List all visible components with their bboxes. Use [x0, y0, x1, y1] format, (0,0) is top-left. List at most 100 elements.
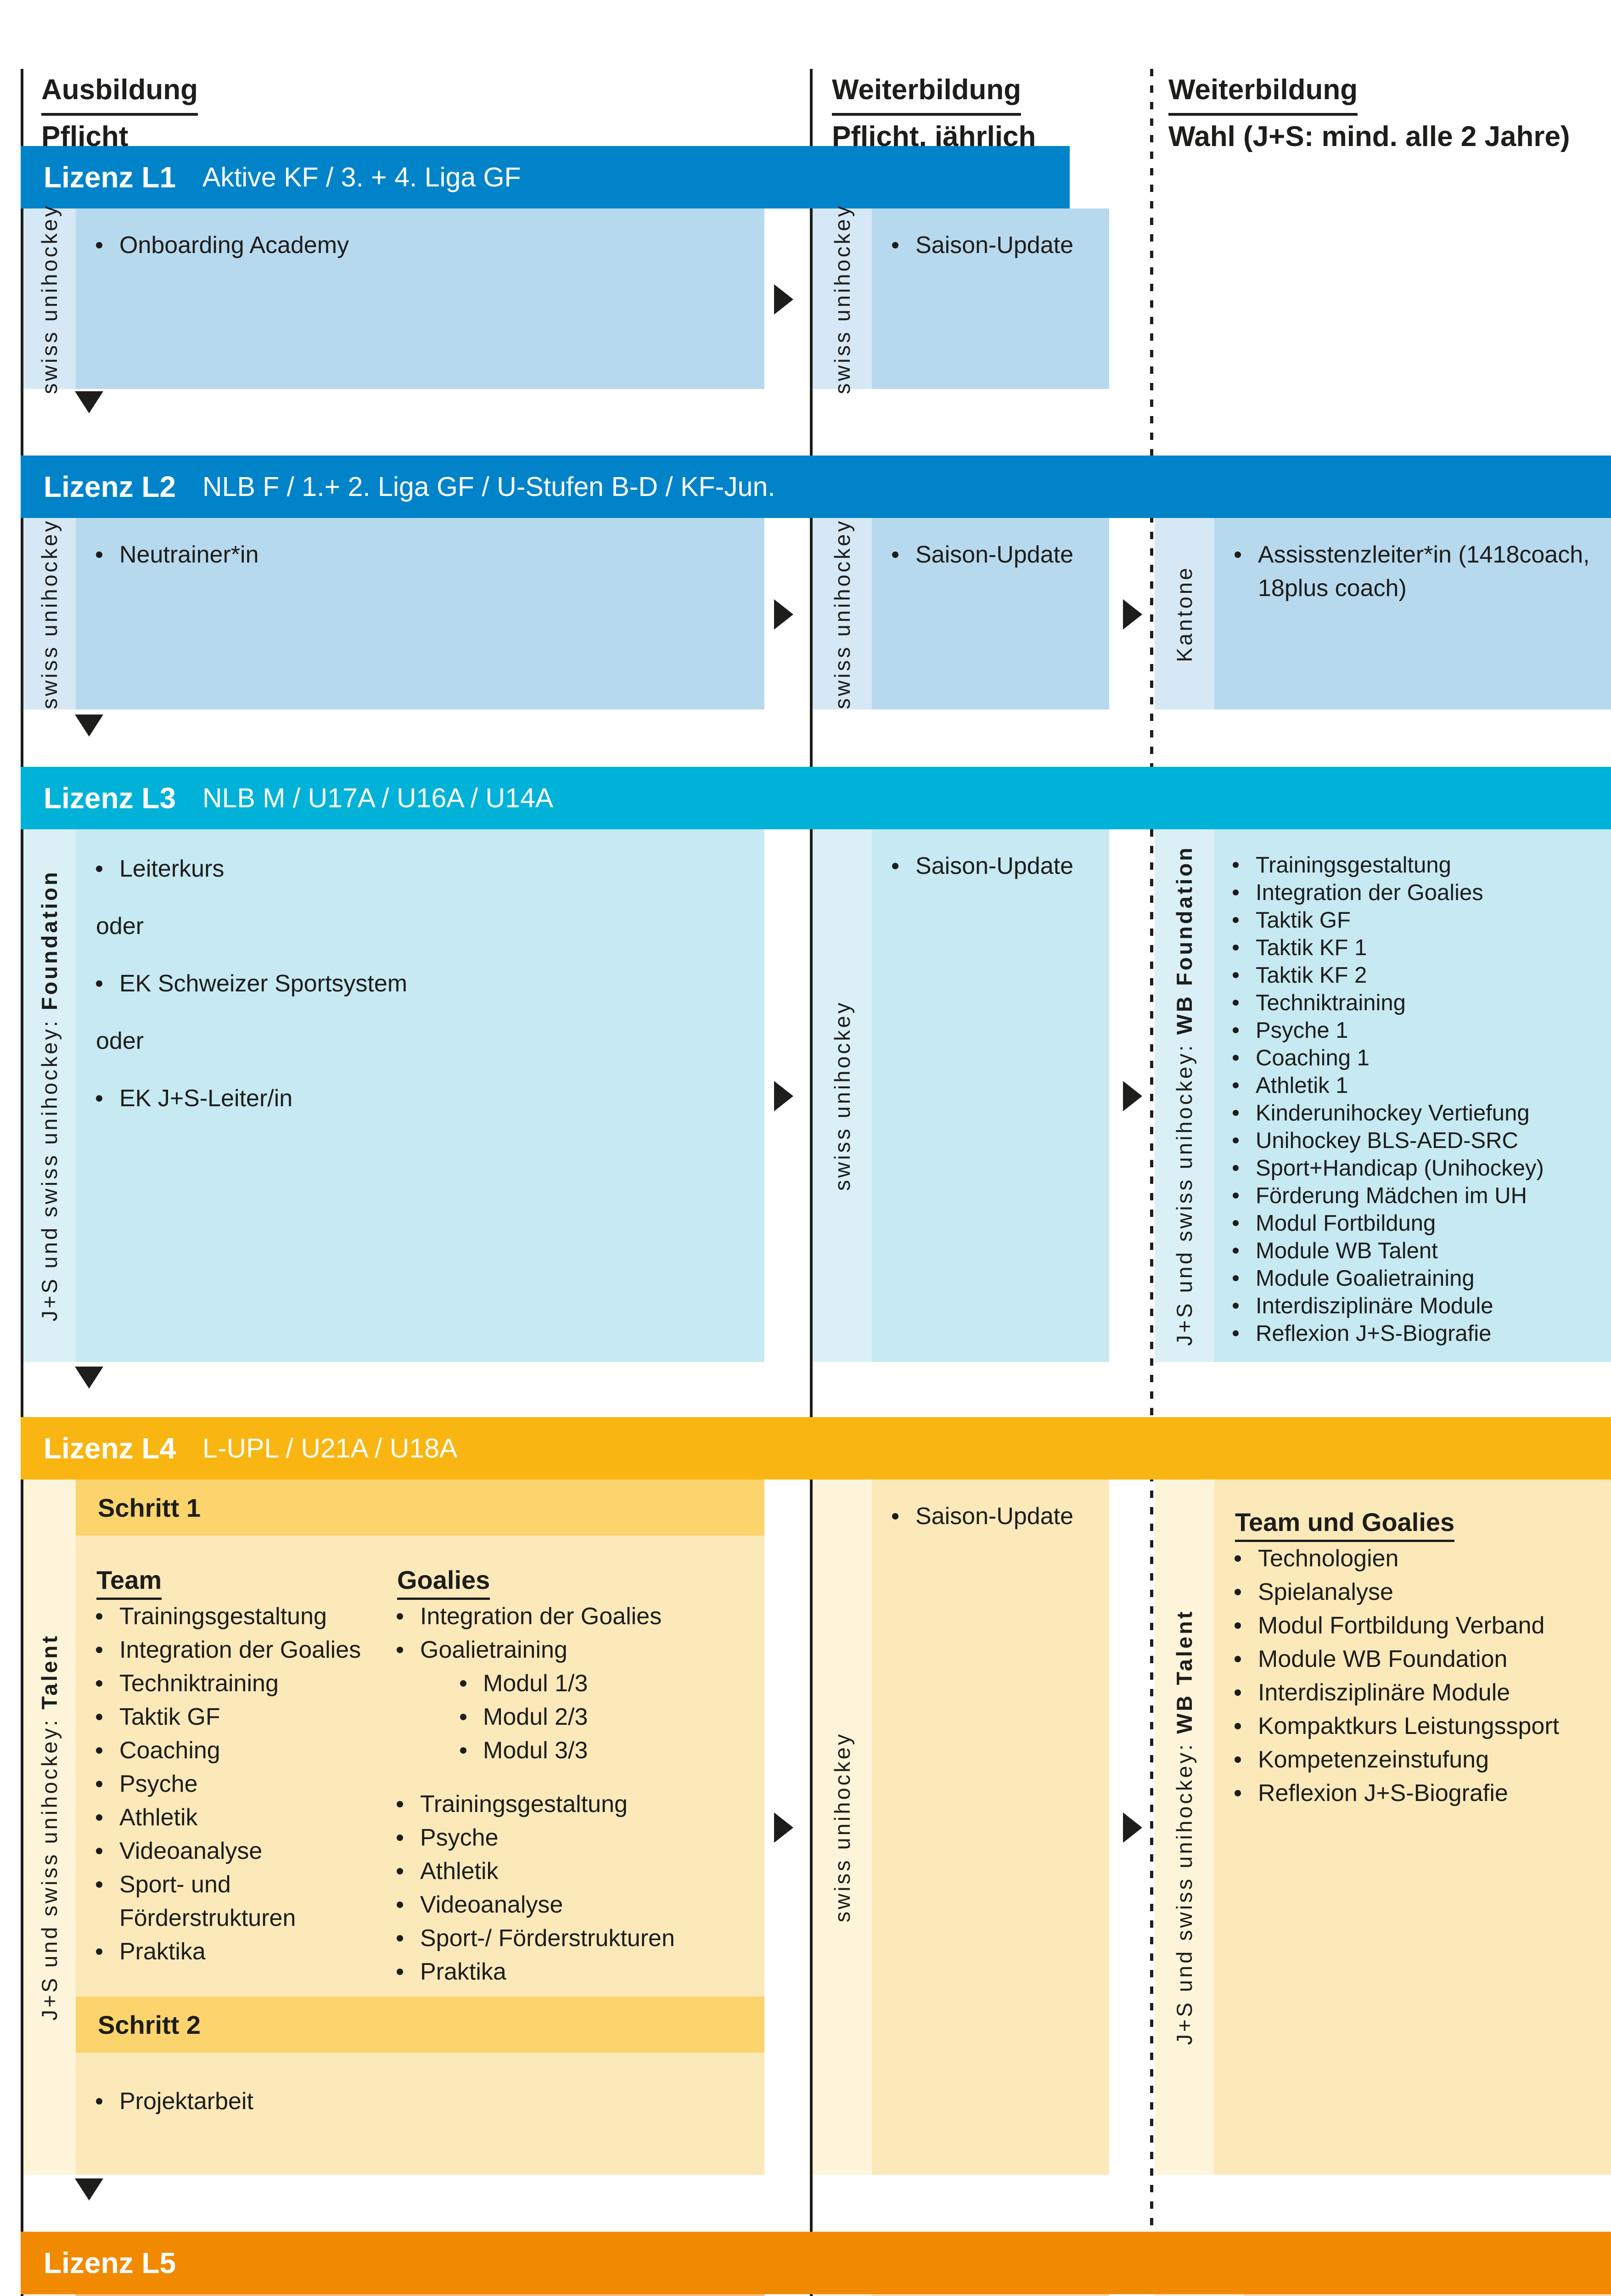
list-item: Interdisziplinäre Module — [1214, 1292, 1611, 1320]
list-item: Sport+Handicap (Unihockey) — [1214, 1154, 1611, 1182]
l4-col3-sidebar: J+S und swiss unihockey: WB Talent — [1155, 1480, 1214, 2175]
cell-l3-ausbildung: J+S und swiss unihockey: Foundation Leit… — [23, 829, 764, 1362]
list-subitem: Modul 2/3 — [376, 1700, 764, 1734]
weiterbildung-wahl-divider-dashed-line — [1150, 69, 1153, 2296]
l3-col3-sidebar: J+S und swiss unihockey: WB Foundation — [1155, 829, 1214, 1362]
list-item: Modul Fortbildung — [1214, 1210, 1611, 1237]
flow-arrow-down-icon — [75, 391, 103, 413]
cell-l3-wb-wahl: J+S und swiss unihockey: WB Foundation T… — [1155, 829, 1611, 1362]
l4-team-column: Team Trainingsgestaltung Integration der… — [96, 1565, 397, 1997]
list-item: Praktika — [76, 1935, 397, 1969]
l4-col2-list: Saison-Update — [872, 1500, 1109, 1533]
list-item: Techniktraining — [1214, 989, 1611, 1017]
list-item: Kinderunihockey Vertiefung — [1214, 1099, 1611, 1127]
band-label: Lizenz L5 — [44, 2246, 176, 2279]
column-title: Ausbildung — [41, 69, 198, 116]
list-item: Module Goalietraining — [1214, 1265, 1611, 1292]
sidebar-label: J+S und swiss unihockey: WB Foundation — [1172, 845, 1196, 1346]
flow-arrow-right-icon — [1123, 1812, 1142, 1843]
list-separator: oder — [96, 1028, 144, 1054]
sidebar-label: swiss unihockey — [830, 518, 854, 709]
cell-l3-wb-pflicht: swiss unihockey Saison-Update — [813, 829, 1109, 1362]
l3-col2-list: Saison-Update — [872, 850, 1109, 883]
list-item: Goalietraining — [376, 1633, 764, 1667]
list-item: Techniktraining — [76, 1667, 397, 1700]
band-lizenz-l5: Lizenz L5 — [21, 2232, 1611, 2294]
l1-col2-list: Saison-Update — [872, 229, 1109, 262]
list-item: Spielanalyse — [1214, 1576, 1597, 1609]
list-item: Trainingsgestaltung — [76, 1600, 397, 1633]
flow-arrow-right-icon — [774, 599, 793, 630]
sidebar-label: J+S und swiss unihockey: WB Talent — [1172, 1609, 1196, 2045]
band-lizenz-l4: Lizenz L4 L-UPL / U21A / U18A — [21, 1417, 1611, 1480]
list-item: Integration der Goalies — [376, 1600, 764, 1633]
l1-col1-list: Onboarding Academy — [76, 229, 764, 262]
list-item: Kompetenzeinstufung — [1214, 1743, 1597, 1777]
flow-arrow-down-icon — [75, 1367, 103, 1389]
list-item: Integration der Goalies — [1214, 879, 1611, 906]
band-lizenz-l1: Lizenz L1 Aktive KF / 3. + 4. Liga GF — [21, 146, 1070, 208]
l2-col2-list: Saison-Update — [872, 538, 1109, 572]
l2-col3-sidebar: Kantone — [1155, 518, 1214, 709]
list-item: Psyche — [376, 1821, 764, 1855]
l1-col2-sidebar: swiss unihockey — [813, 203, 872, 394]
list-item: Reflexion J+S-Biografie — [1214, 1777, 1597, 1810]
list-item: Taktik GF — [76, 1700, 397, 1734]
l5-col2-sidebar: swiss unihockey — [813, 2294, 872, 2296]
list-item: Trainingsgestaltung — [1214, 851, 1611, 879]
cell-l1-wb-pflicht: swiss unihockey Saison-Update — [813, 203, 1109, 394]
list-item: Projektarbeit — [76, 2085, 764, 2118]
band-lizenz-l3: Lizenz L3 NLB M / U17A / U16A / U14A — [21, 767, 1611, 829]
list-subitem: Modul 3/3 — [376, 1734, 764, 1767]
l3-col1-sidebar: J+S und swiss unihockey: Foundation — [23, 829, 76, 1362]
column-header-weiterbildung-wahl: Weiterbildung Wahl (J+S: mind. alle 2 Ja… — [1168, 69, 1570, 158]
band-subtitle: NLB M / U17A / U16A / U14A — [202, 783, 554, 813]
band-subtitle: NLB F / 1.+ 2. Liga GF / U-Stufen B-D / … — [202, 472, 775, 502]
ausbildung-left-rail-line — [21, 69, 23, 2296]
schritt-band: Schritt 1 — [76, 2294, 764, 2296]
list-item: Sport- und Förderstrukturen — [76, 1868, 397, 1935]
flow-arrow-right-icon — [774, 284, 793, 315]
cell-l2-ausbildung: swiss unihockey Neutrainer*in — [23, 518, 764, 709]
flow-arrow-right-icon — [774, 1081, 793, 1111]
l4-goalies-column: Goalies Integration der Goalies Goalietr… — [397, 1565, 764, 1997]
list-item: Videoanalyse — [76, 1835, 397, 1868]
column-title: Weiterbildung — [832, 69, 1022, 116]
l2-col3-list: Assisstenzleiter*in (1418coach, 18plus c… — [1214, 538, 1593, 605]
cell-l4-wb-pflicht: swiss unihockey Saison-Update — [813, 1480, 1109, 2175]
list-subitem: Modul 1/3 — [376, 1667, 764, 1700]
sidebar-label: swiss unihockey — [37, 203, 62, 394]
list-item: Module WB Talent — [1214, 1237, 1611, 1265]
l5-col3-sidebar: Trainerbildung Schweiz,J+S und swiss uni… — [1155, 2294, 1244, 2296]
schritt-band: Schritt 2 — [76, 1997, 764, 2053]
list-item: Unihockey BLS-AED-SRC — [1214, 1127, 1611, 1154]
band-label: Lizenz L4 — [44, 1432, 176, 1465]
sidebar-label: Kantone — [1172, 565, 1196, 662]
list-item: Psyche — [76, 1767, 397, 1801]
list-item: Videoanalyse — [376, 1888, 764, 1922]
list-item: Kompaktkurs Leistungssport — [1214, 1710, 1597, 1743]
cell-l1-ausbildung: swiss unihockey Onboarding Academy — [23, 203, 764, 394]
list-separator: oder — [96, 913, 144, 940]
list-item: Psyche 1 — [1214, 1017, 1611, 1044]
list-item: Coaching — [76, 1734, 397, 1767]
list-item: Athletik — [376, 1855, 764, 1888]
band-subtitle: Aktive KF / 3. + 4. Liga GF — [202, 162, 521, 192]
list-item: Onboarding Academy — [76, 229, 764, 262]
list-item: Saison-Update — [872, 850, 1109, 883]
list-item: Leiterkurs — [76, 852, 764, 886]
l4-schritt2-list: Projektarbeit — [76, 2053, 764, 2118]
sidebar-label: J+S und swiss unihockey: Foundation — [37, 870, 62, 1322]
l3-col1-list: Leiterkurs oder EK Schweizer Sportsystem… — [76, 852, 764, 1115]
list-item: Athletik — [76, 1801, 397, 1835]
l4-col3-list: Technologien Spielanalyse Modul Fortbild… — [1214, 1542, 1597, 1810]
goalies-subheader: Goalies — [397, 1565, 764, 1600]
band-label: Lizenz L3 — [44, 782, 176, 815]
list-item: Saison-Update — [872, 229, 1109, 262]
cell-l5-wb-pflicht: swiss unihockey Saison-Update — [813, 2294, 1109, 2296]
column-subtitle: Wahl (J+S: mind. alle 2 Jahre) — [1168, 121, 1570, 152]
column-header-ausbildung: Ausbildung Pflicht — [41, 69, 198, 158]
team-subheader: Team — [96, 1565, 397, 1600]
l3-col2-sidebar: swiss unihockey — [813, 829, 872, 1362]
